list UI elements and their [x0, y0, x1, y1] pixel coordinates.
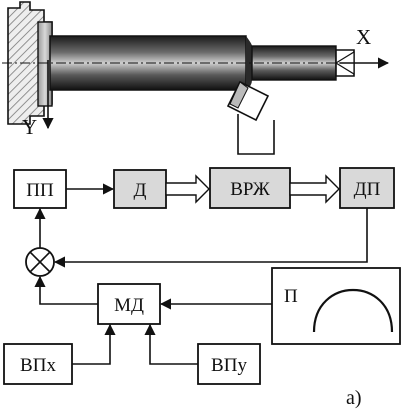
- block-vpy-label: ВПу: [211, 355, 247, 376]
- block-vpy: ВПу: [197, 343, 261, 385]
- profile-curve-icon: [312, 288, 394, 333]
- arrow-md-to-sum: [34, 275, 98, 305]
- tool-link: [237, 114, 275, 155]
- arrow-vpx-to-md: [72, 323, 116, 365]
- block-dp-label: ДП: [354, 179, 381, 200]
- block-vrzh-label: ВРЖ: [230, 179, 271, 200]
- arrow-d-to-vrzh: [165, 174, 210, 204]
- feedback-dp-to-sum: [53, 208, 368, 268]
- lathe-sketch: X Y: [2, 1, 390, 155]
- block-pp: ПП: [13, 169, 67, 209]
- block-md-label: МД: [114, 295, 144, 316]
- summing-junction: [25, 247, 55, 277]
- arrow-vrzh-to-dp: [289, 174, 340, 204]
- block-dp: ДП: [339, 167, 395, 209]
- block-vpx: ВПх: [3, 343, 73, 385]
- cutting-tool: [226, 80, 270, 122]
- block-vpx-label: ВПх: [20, 355, 56, 376]
- figure-caption: а): [346, 387, 362, 409]
- block-pp-label: ПП: [26, 180, 54, 201]
- arrow-vpy-to-md: [144, 323, 198, 365]
- block-d: Д: [113, 169, 167, 209]
- block-p: П: [271, 267, 401, 345]
- block-md: МД: [97, 283, 161, 325]
- block-vrzh: ВРЖ: [209, 167, 291, 209]
- x-axis-label: X: [356, 25, 371, 49]
- block-p-label: П: [284, 286, 298, 307]
- block-d-label: Д: [134, 180, 147, 201]
- y-axis-label: Y: [22, 115, 37, 139]
